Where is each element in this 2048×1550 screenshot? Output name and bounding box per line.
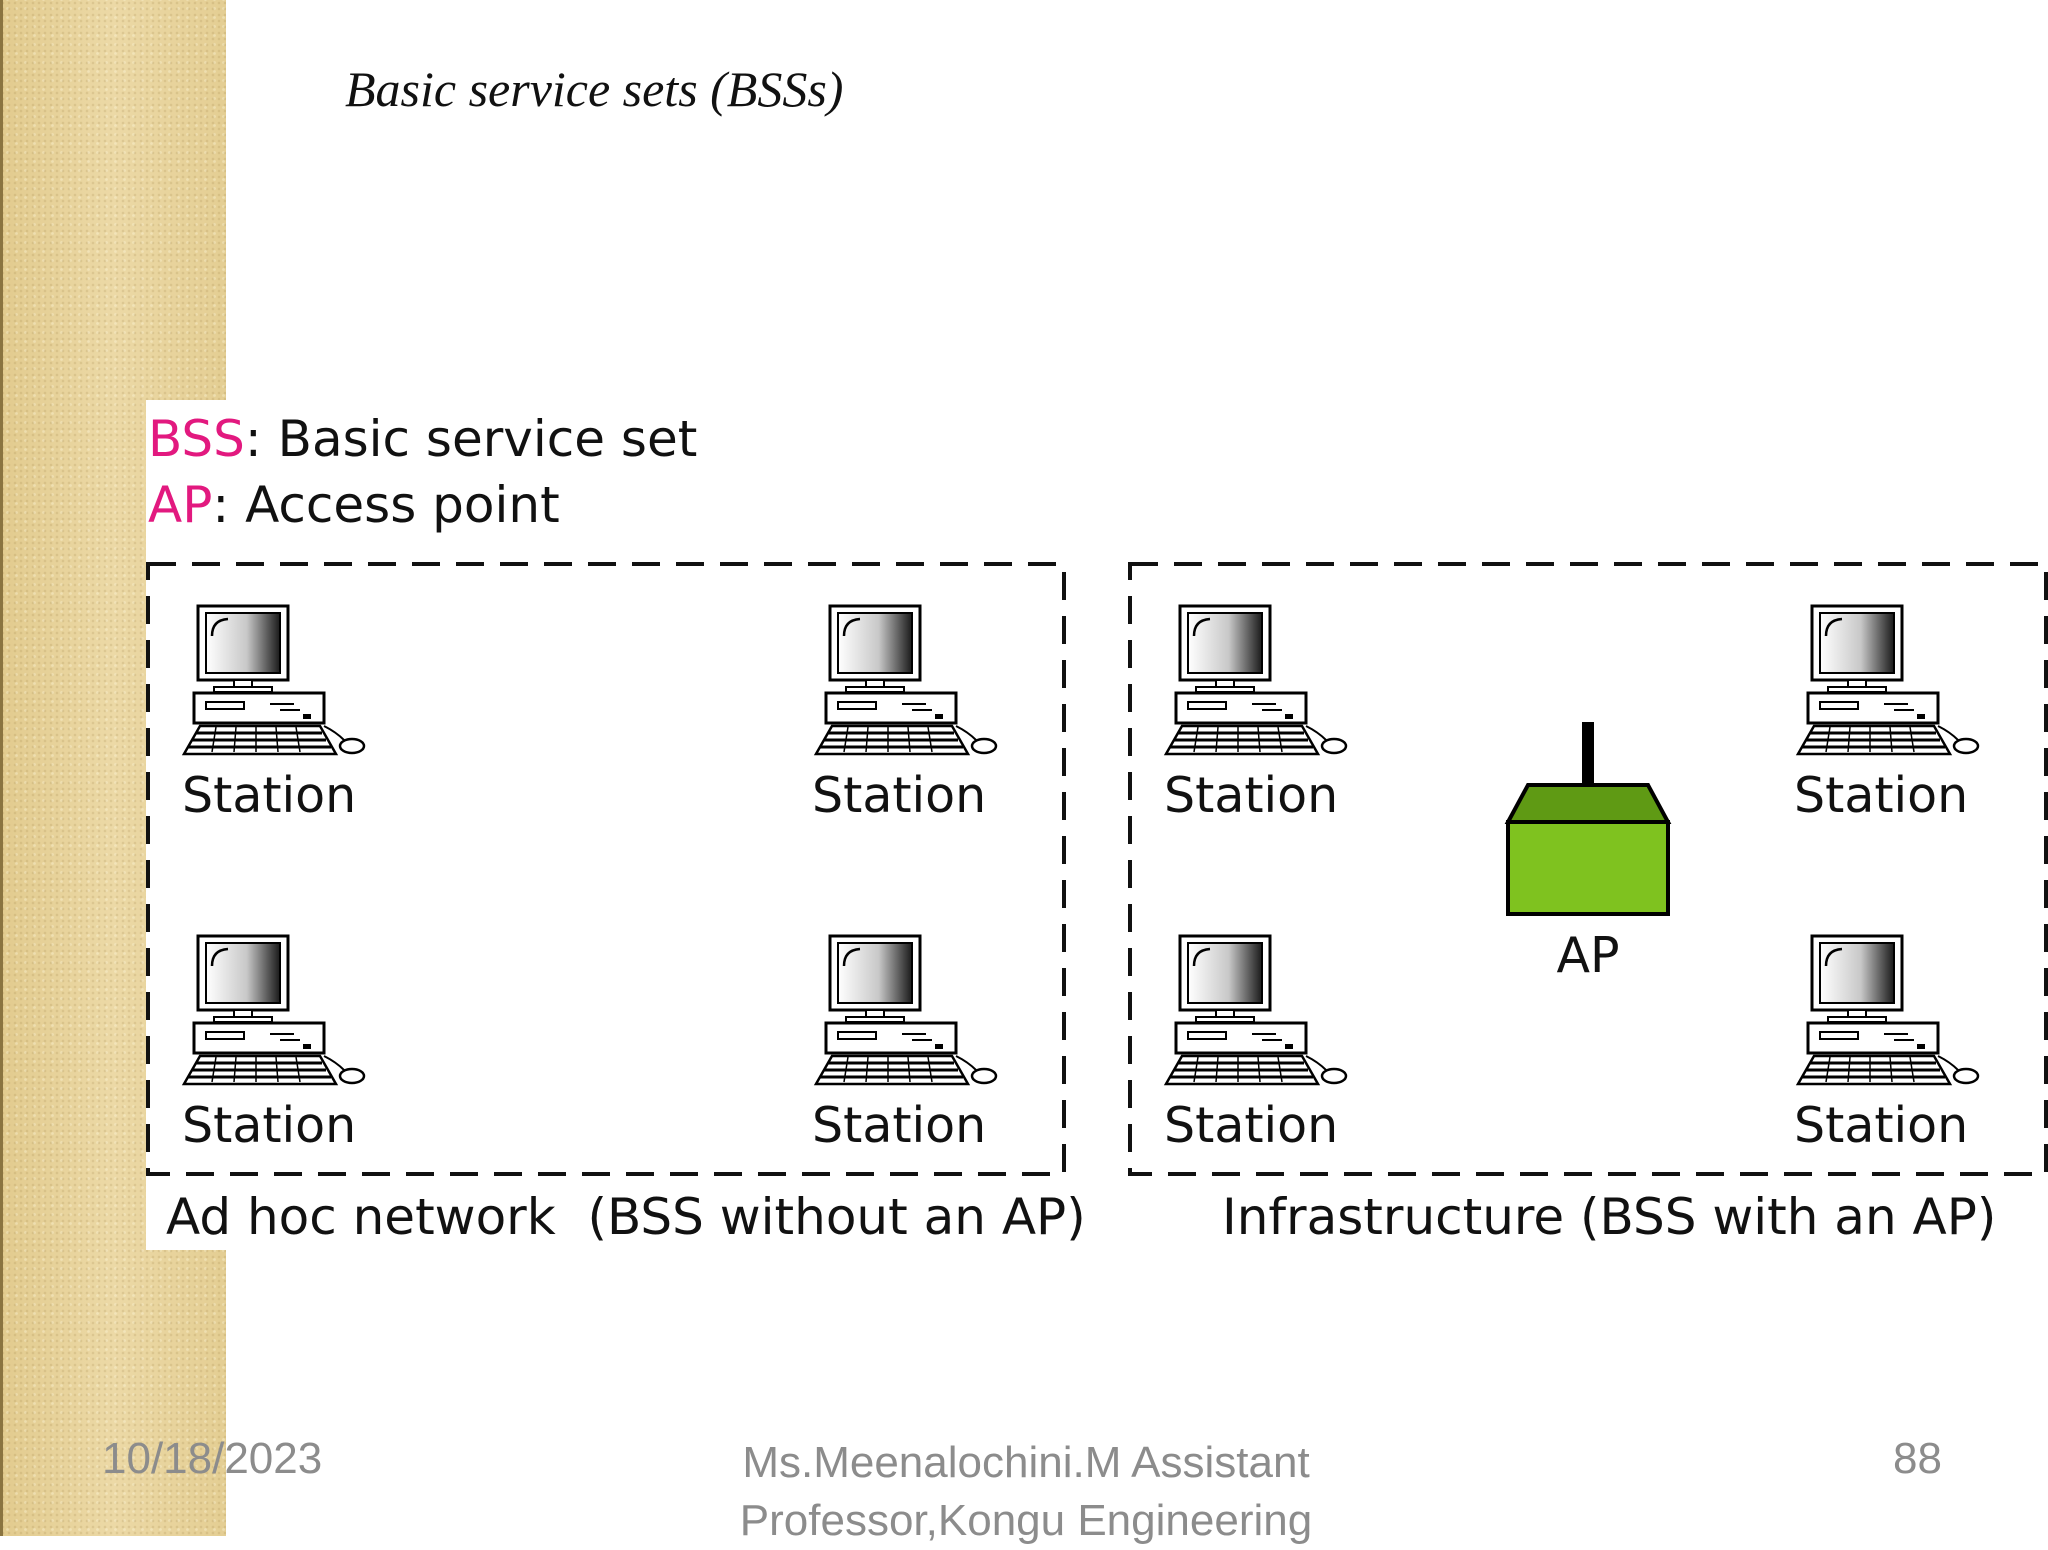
adhoc-bss-boundary [146,562,1066,1176]
legend-bss-text: : Basic service set [244,410,698,468]
access-point-icon [1504,722,1672,916]
adhoc-caption: Ad hoc network (BSS without an AP) [166,1188,1086,1246]
infrastructure-caption: Infrastructure (BSS with an AP) [1222,1188,1996,1246]
infrastructure-bss-boundary [1128,562,2048,1176]
legend-background [146,400,716,540]
footer-author: Ms.Meenalochini.M Assistant Professor,Ko… [739,1438,1313,1545]
station-label: Station [182,1097,356,1154]
computer-icon [182,934,366,1086]
station-label: Station [1164,767,1338,824]
computer-icon [1796,604,1980,756]
computer-icon [1796,934,1980,1086]
station-label: Station [812,1097,986,1154]
slide-title: Basic service sets (BSSs) [345,61,844,117]
diagram-background [146,540,2048,1250]
legend-bss-abbr: BSS [148,410,245,468]
computer-icon [814,934,998,1086]
computer-icon [814,604,998,756]
station-label: Station [1794,767,1968,824]
computer-icon [1164,604,1348,756]
station-label: Station [812,767,986,824]
computer-icon [182,604,366,756]
legend-ap-text: : Access point [212,476,560,534]
ap-label: AP [1556,927,1619,984]
legend-ap: AP: Access point [148,480,560,530]
sidebar-edge [0,0,3,1536]
computer-icon [1164,934,1348,1086]
footer-page-number: 88 [1893,1434,1942,1483]
legend-ap-abbr: AP [148,476,213,534]
station-label: Station [182,767,356,824]
legend-bss: BSS: Basic service set [148,414,697,464]
station-label: Station [1164,1097,1338,1154]
footer-date: 10/18/2023 [102,1434,323,1483]
station-label: Station [1794,1097,1968,1154]
